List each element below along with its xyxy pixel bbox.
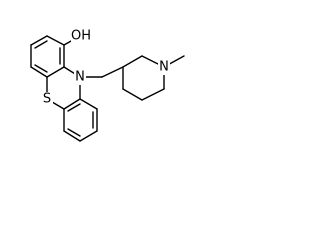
bond-lower-ring-inner-3 xyxy=(67,103,81,112)
structure-diagram: OH N S N xyxy=(30,28,185,142)
ring-nitrogen-label-bg xyxy=(74,70,86,85)
bond-upper-ring-2 xyxy=(46,35,65,46)
bond-lower-ring-6 xyxy=(63,98,81,110)
sulfur-label: S xyxy=(43,92,51,107)
hydroxyl-label-bg xyxy=(71,28,91,44)
bond-lower-ring-1 xyxy=(79,98,98,110)
bond-lower-ring-4 xyxy=(63,130,81,142)
bond-upper-ring-inner-1 xyxy=(34,40,48,49)
bond-lower-ring-inner-2 xyxy=(67,128,81,137)
bond-lower-ring-3 xyxy=(79,130,98,142)
bond-piperidine-1 xyxy=(122,55,143,68)
bond-lines xyxy=(30,35,185,142)
piperidine-nitrogen-label: N xyxy=(159,60,169,75)
bond-upper-ring-inner-3 xyxy=(34,64,48,73)
bond-upper-ring-1 xyxy=(30,35,48,46)
hydroxyl-label: OH xyxy=(71,29,91,44)
atom-labels: OH N S N xyxy=(41,28,170,107)
bond-upper-ring-5 xyxy=(30,66,48,78)
bond-methylene-to-piperidine xyxy=(101,66,124,78)
bond-piperidine-4 xyxy=(141,88,165,101)
bond-piperidine-5 xyxy=(122,88,143,101)
bond-upper-ring-4 xyxy=(46,66,65,78)
piperidine-nitrogen-label-bg xyxy=(158,60,170,75)
sulfur-label-bg xyxy=(41,92,53,107)
ring-nitrogen-label: N xyxy=(75,70,85,85)
